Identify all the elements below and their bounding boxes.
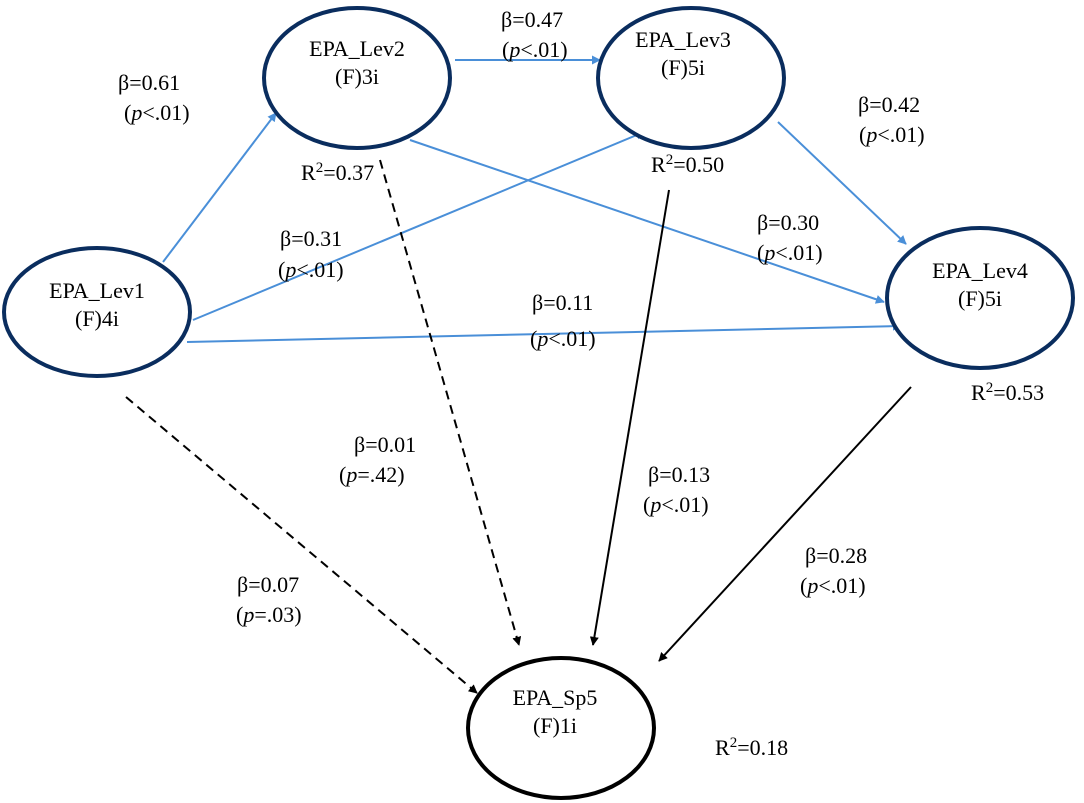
arrow-lev2-to-sp5 <box>379 159 522 646</box>
node-lev2-items: (F)3i <box>335 64 379 89</box>
r2-label-sp5: R2=0.18 <box>715 735 788 760</box>
node-lev2-name: EPA_Lev2 <box>309 36 405 61</box>
coef-label-lev1-sp5: β=0.07 (p=.03) <box>236 572 302 627</box>
coef-label-lev2-lev4: β=0.30 (p<.01) <box>757 210 823 265</box>
arrow-lev1-to-lev3 <box>192 130 645 321</box>
p-lev3-lev4: (p<.01) <box>859 122 925 147</box>
p-lev1-lev4: (p<.01) <box>530 326 596 351</box>
beta-lev1-sp5: β=0.07 <box>237 572 299 597</box>
arrow-lev1-to-lev4 <box>186 321 902 343</box>
coef-label-lev3-lev4: β=0.42 (p<.01) <box>858 92 925 147</box>
node-epa-lev2: EPA_Lev2 (F)3i <box>262 6 452 150</box>
node-lev1-items: (F)4i <box>75 306 119 331</box>
arrow-lev1-to-sp5 <box>125 396 478 694</box>
beta-lev1-lev3: β=0.31 <box>280 226 342 251</box>
p-lev4-sp5: (p<.01) <box>800 573 866 598</box>
node-epa-sp5: EPA_Sp5 (F)1i <box>466 656 656 800</box>
arrow-lev3-to-lev4 <box>777 121 907 245</box>
coef-label-lev1-lev3: β=0.31 (p<.01) <box>278 226 344 282</box>
p-lev3-sp5: (p<.01) <box>643 492 709 517</box>
p-lev2-lev3: (p<.01) <box>502 37 568 62</box>
beta-lev2-lev3: β=0.47 <box>501 7 563 32</box>
node-epa-lev1: EPA_Lev1 (F)4i <box>2 246 192 378</box>
beta-lev2-lev4: β=0.30 <box>757 210 819 235</box>
beta-lev1-lev4: β=0.11 <box>532 290 593 315</box>
coef-label-lev3-sp5: β=0.13 (p<.01) <box>643 462 710 517</box>
beta-lev1-lev2: β=0.61 <box>118 70 180 95</box>
beta-lev4-sp5: β=0.28 <box>805 543 867 568</box>
arrow-lev3-to-sp5 <box>589 189 670 646</box>
r2-label-lev3: R2=0.50 <box>651 152 724 177</box>
node-lev4-name: EPA_Lev4 <box>932 258 1028 283</box>
arrow-lev4-to-sp5 <box>658 386 912 662</box>
coef-label-lev2-lev3: β=0.47 (p<.01) <box>501 7 568 62</box>
node-epa-lev4: EPA_Lev4 (F)5i <box>885 226 1075 370</box>
p-lev1-sp5: (p=.03) <box>236 602 302 627</box>
coef-label-lev2-sp5: β=0.01 (p=.42) <box>339 432 416 487</box>
p-lev2-sp5: (p=.42) <box>339 462 405 487</box>
node-epa-lev3: EPA_Lev3 (F)5i <box>596 6 786 150</box>
p-lev1-lev3: (p<.01) <box>278 257 344 282</box>
coef-label-lev1-lev2: β=0.61 (p<.01) <box>118 70 190 125</box>
node-lev4-items: (F)5i <box>958 286 1002 311</box>
coef-label-lev1-lev4: β=0.11 (p<.01) <box>530 290 596 351</box>
node-lev1-name: EPA_Lev1 <box>49 278 145 303</box>
coef-label-lev4-sp5: β=0.28 (p<.01) <box>800 543 867 598</box>
node-sp5-name: EPA_Sp5 <box>513 685 598 710</box>
p-lev2-lev4: (p<.01) <box>757 240 823 265</box>
r2-label-lev2: R2=0.37 <box>301 160 374 185</box>
beta-lev3-lev4: β=0.42 <box>858 92 920 117</box>
r2-label-lev4: R2=0.53 <box>971 380 1044 405</box>
p-lev1-lev2: (p<.01) <box>124 100 190 125</box>
arrow-lev2-to-lev4 <box>409 139 885 304</box>
beta-lev3-sp5: β=0.13 <box>648 462 710 487</box>
node-lev3-items: (F)5i <box>661 55 705 80</box>
node-lev3-name: EPA_Lev3 <box>635 27 731 52</box>
arrow-lev1-to-lev2 <box>162 112 277 263</box>
beta-lev2-sp5: β=0.01 <box>354 432 416 457</box>
node-sp5-items: (F)1i <box>533 713 577 738</box>
